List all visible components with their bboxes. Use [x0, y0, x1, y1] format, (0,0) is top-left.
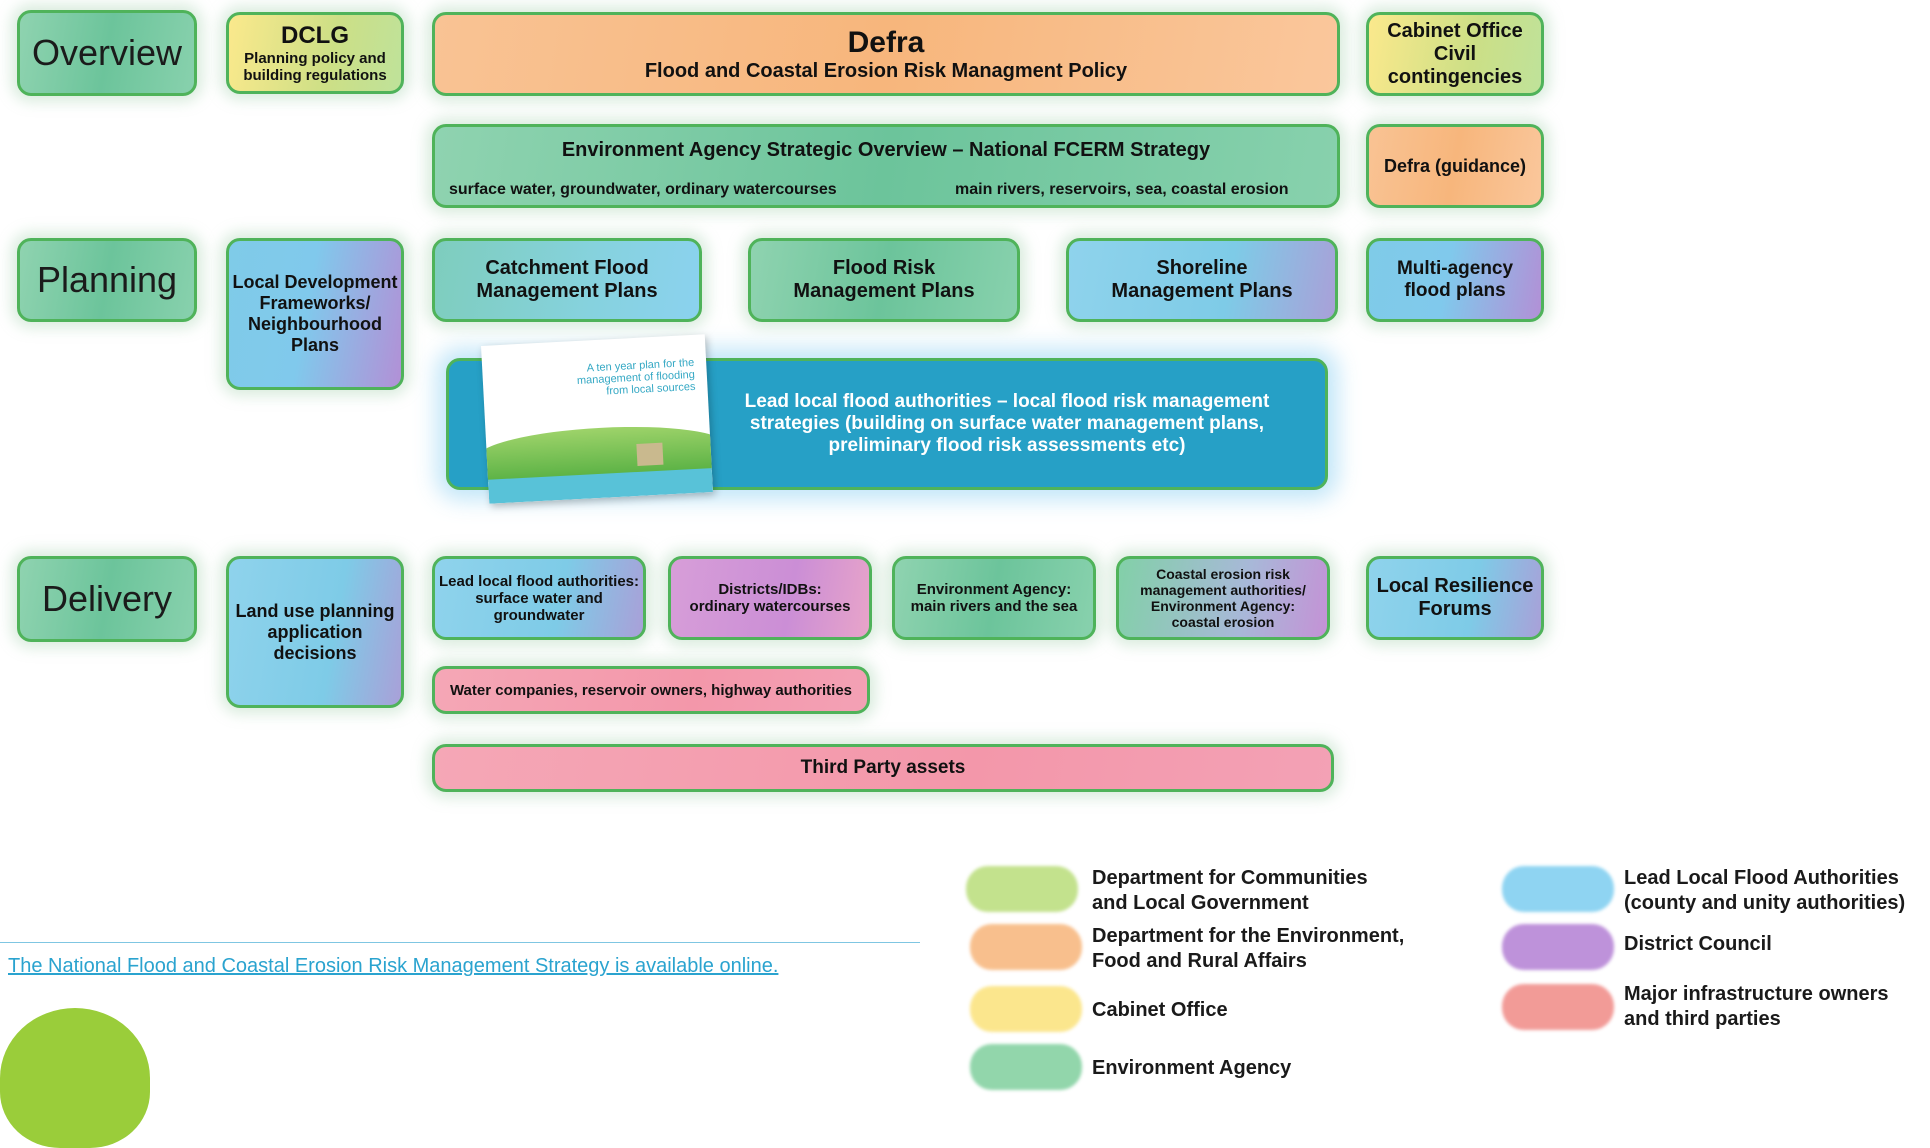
dclg-box: DCLG Planning policy and building regula…	[226, 12, 404, 94]
ea-strategy-title: Environment Agency Strategic Overview – …	[561, 139, 1211, 161]
districts-line2: ordinary watercourses	[689, 598, 851, 615]
coastal-box: Coastal erosion risk management authorit…	[1116, 556, 1330, 640]
legend-dclg-line2: and Local Government	[1092, 892, 1309, 914]
legend-label-cabinet: Cabinet Office	[1092, 998, 1228, 1023]
doc-house	[636, 442, 664, 466]
defra-sub: Flood and Coastal Erosion Risk Managment…	[644, 59, 1128, 82]
legend-swatch-defra	[970, 924, 1082, 970]
cfmp-line2: Management Plans	[476, 280, 658, 302]
cfmp-line1: Catchment Flood	[485, 257, 649, 279]
lrf-line2: Forums	[1418, 598, 1492, 620]
logo-icon	[0, 1008, 150, 1148]
stage-overview: Overview	[17, 10, 197, 96]
legend-swatch-llfa	[1502, 866, 1614, 912]
delivery-llfa-box: Lead local flood authorities: surface wa…	[432, 556, 646, 640]
districts-box: Districts/IDBs: ordinary watercourses	[668, 556, 872, 640]
coastal-line2: management authorities/	[1140, 582, 1306, 598]
third-party-box: Third Party assets	[432, 744, 1334, 792]
cfmp-box: Catchment Flood Management Plans	[432, 238, 702, 322]
legend-llfa-line2: (county and unity authorities)	[1624, 892, 1906, 914]
defra-guidance-box: Defra (guidance)	[1366, 124, 1544, 208]
ldf-line4: Plans	[290, 335, 340, 355]
landuse-line1: Land use planning	[235, 600, 395, 621]
landuse-line3: decisions	[273, 642, 357, 663]
dclg-sub1: Planning policy and	[244, 50, 386, 67]
stage-delivery: Delivery	[17, 556, 197, 642]
frmp-line1: Flood Risk	[832, 257, 936, 279]
delivery-llfa-line1: Lead local flood authorities:	[438, 572, 640, 590]
stage-overview-label: Overview	[31, 32, 183, 73]
frmp-box: Flood Risk Management Plans	[748, 238, 1020, 322]
smp-line1: Shoreline	[1156, 257, 1248, 279]
llfa-strategy-line1: Lead local flood authorities – local flo…	[744, 391, 1270, 412]
districts-line1: Districts/IDBs:	[718, 581, 822, 598]
landuse-box: Land use planning application decisions	[226, 556, 404, 708]
ldf-line1: Local Development	[232, 272, 398, 292]
legend-llfa-line1: Lead Local Flood Authorities	[1624, 867, 1899, 889]
legend-label-defra: Department for the Environment, Food and…	[1092, 924, 1404, 974]
coastal-line3: Environment Agency:	[1150, 598, 1296, 614]
legend-dclg-line1: Department for Communities	[1092, 867, 1368, 889]
defra-box: Defra Flood and Coastal Erosion Risk Man…	[432, 12, 1340, 96]
ten-year-plan-document-image: A ten year plan for the management of fl…	[481, 334, 713, 504]
footnote-rule	[0, 942, 920, 943]
smp-box: Shoreline Management Plans	[1066, 238, 1338, 322]
multi-agency-box: Multi-agency flood plans	[1366, 238, 1544, 322]
legend-defra-line1: Department for the Environment,	[1092, 925, 1405, 947]
legend-swatch-infrastructure	[1502, 984, 1614, 1030]
defra-guidance-label: Defra (guidance)	[1383, 155, 1527, 176]
legend-label-ea: Environment Agency	[1092, 1056, 1291, 1081]
legend-swatch-district	[1502, 924, 1614, 970]
cabinet-line1: Cabinet Office	[1387, 19, 1523, 42]
doc-title: A ten year plan for the management of fl…	[534, 357, 696, 401]
llfa-strategy-line3: preliminary flood risk assessments etc)	[828, 435, 1186, 456]
dclg-sub2: building regulations	[243, 67, 387, 84]
legend-defra-line2: Food and Rural Affairs	[1092, 950, 1307, 972]
legend-label-llfa: Lead Local Flood Authorities (county and…	[1624, 866, 1905, 916]
strategy-online-link[interactable]: The National Flood and Coastal Erosion R…	[8, 955, 779, 977]
delivery-llfa-line2: surface water and	[475, 589, 603, 607]
cabinet-line2: Civil contingencies	[1387, 42, 1523, 88]
lrf-box: Local Resilience Forums	[1366, 556, 1544, 640]
delivery-llfa-line3: groundwater	[493, 606, 585, 624]
legend-district-line1: District Council	[1624, 933, 1772, 955]
stage-delivery-label: Delivery	[41, 578, 173, 619]
legend-label-infrastructure: Major infrastructure owners and third pa…	[1624, 982, 1889, 1032]
multi-line1: Multi-agency	[1396, 258, 1514, 279]
multi-line2: flood plans	[1404, 280, 1506, 301]
ea-strategy-left: surface water, groundwater, ordinary wat…	[449, 181, 837, 198]
third-party-label: Third Party assets	[800, 757, 966, 778]
delivery-ea-box: Environment Agency: main rivers and the …	[892, 556, 1096, 640]
stage-planning-label: Planning	[36, 259, 178, 300]
coastal-line4: coastal erosion	[1171, 614, 1275, 630]
legend-ea-line1: Environment Agency	[1092, 1057, 1292, 1079]
legend-label-dclg: Department for Communities and Local Gov…	[1092, 866, 1368, 916]
water-companies-label: Water companies, reservoir owners, highw…	[449, 681, 853, 699]
legend-swatch-dclg	[966, 866, 1078, 912]
water-companies-box: Water companies, reservoir owners, highw…	[432, 666, 870, 714]
smp-line2: Management Plans	[1111, 280, 1293, 302]
cabinet-office-box: Cabinet Office Civil contingencies	[1366, 12, 1544, 96]
legend-swatch-ea	[970, 1044, 1082, 1090]
dclg-title: DCLG	[281, 22, 349, 49]
delivery-ea-line1: Environment Agency:	[916, 581, 1072, 598]
legend-label-district: District Council	[1624, 932, 1772, 957]
legend-cabinet-line1: Cabinet Office	[1092, 999, 1228, 1021]
lrf-line1: Local Resilience	[1376, 575, 1534, 597]
legend-infrastructure-line2: and third parties	[1624, 1008, 1781, 1030]
frmp-line2: Management Plans	[793, 280, 975, 302]
ea-strategy-box: Environment Agency Strategic Overview – …	[432, 124, 1340, 208]
legend-infrastructure-line1: Major infrastructure owners	[1624, 983, 1889, 1005]
stage-planning: Planning	[17, 238, 197, 322]
defra-title: Defra	[847, 25, 925, 59]
delivery-ea-line2: main rivers and the sea	[910, 598, 1078, 615]
legend-swatch-cabinet	[970, 986, 1082, 1032]
ldf-line3: Neighbourhood	[248, 314, 382, 334]
llfa-strategy-line2: strategies (building on surface water ma…	[749, 413, 1265, 434]
coastal-line1: Coastal erosion risk	[1156, 566, 1290, 582]
landuse-line2: application	[267, 621, 363, 642]
ea-strategy-right: main rivers, reservoirs, sea, coastal er…	[955, 181, 1289, 198]
ldf-line2: Frameworks/	[259, 293, 371, 313]
ldf-box: Local Development Frameworks/ Neighbourh…	[226, 238, 404, 390]
